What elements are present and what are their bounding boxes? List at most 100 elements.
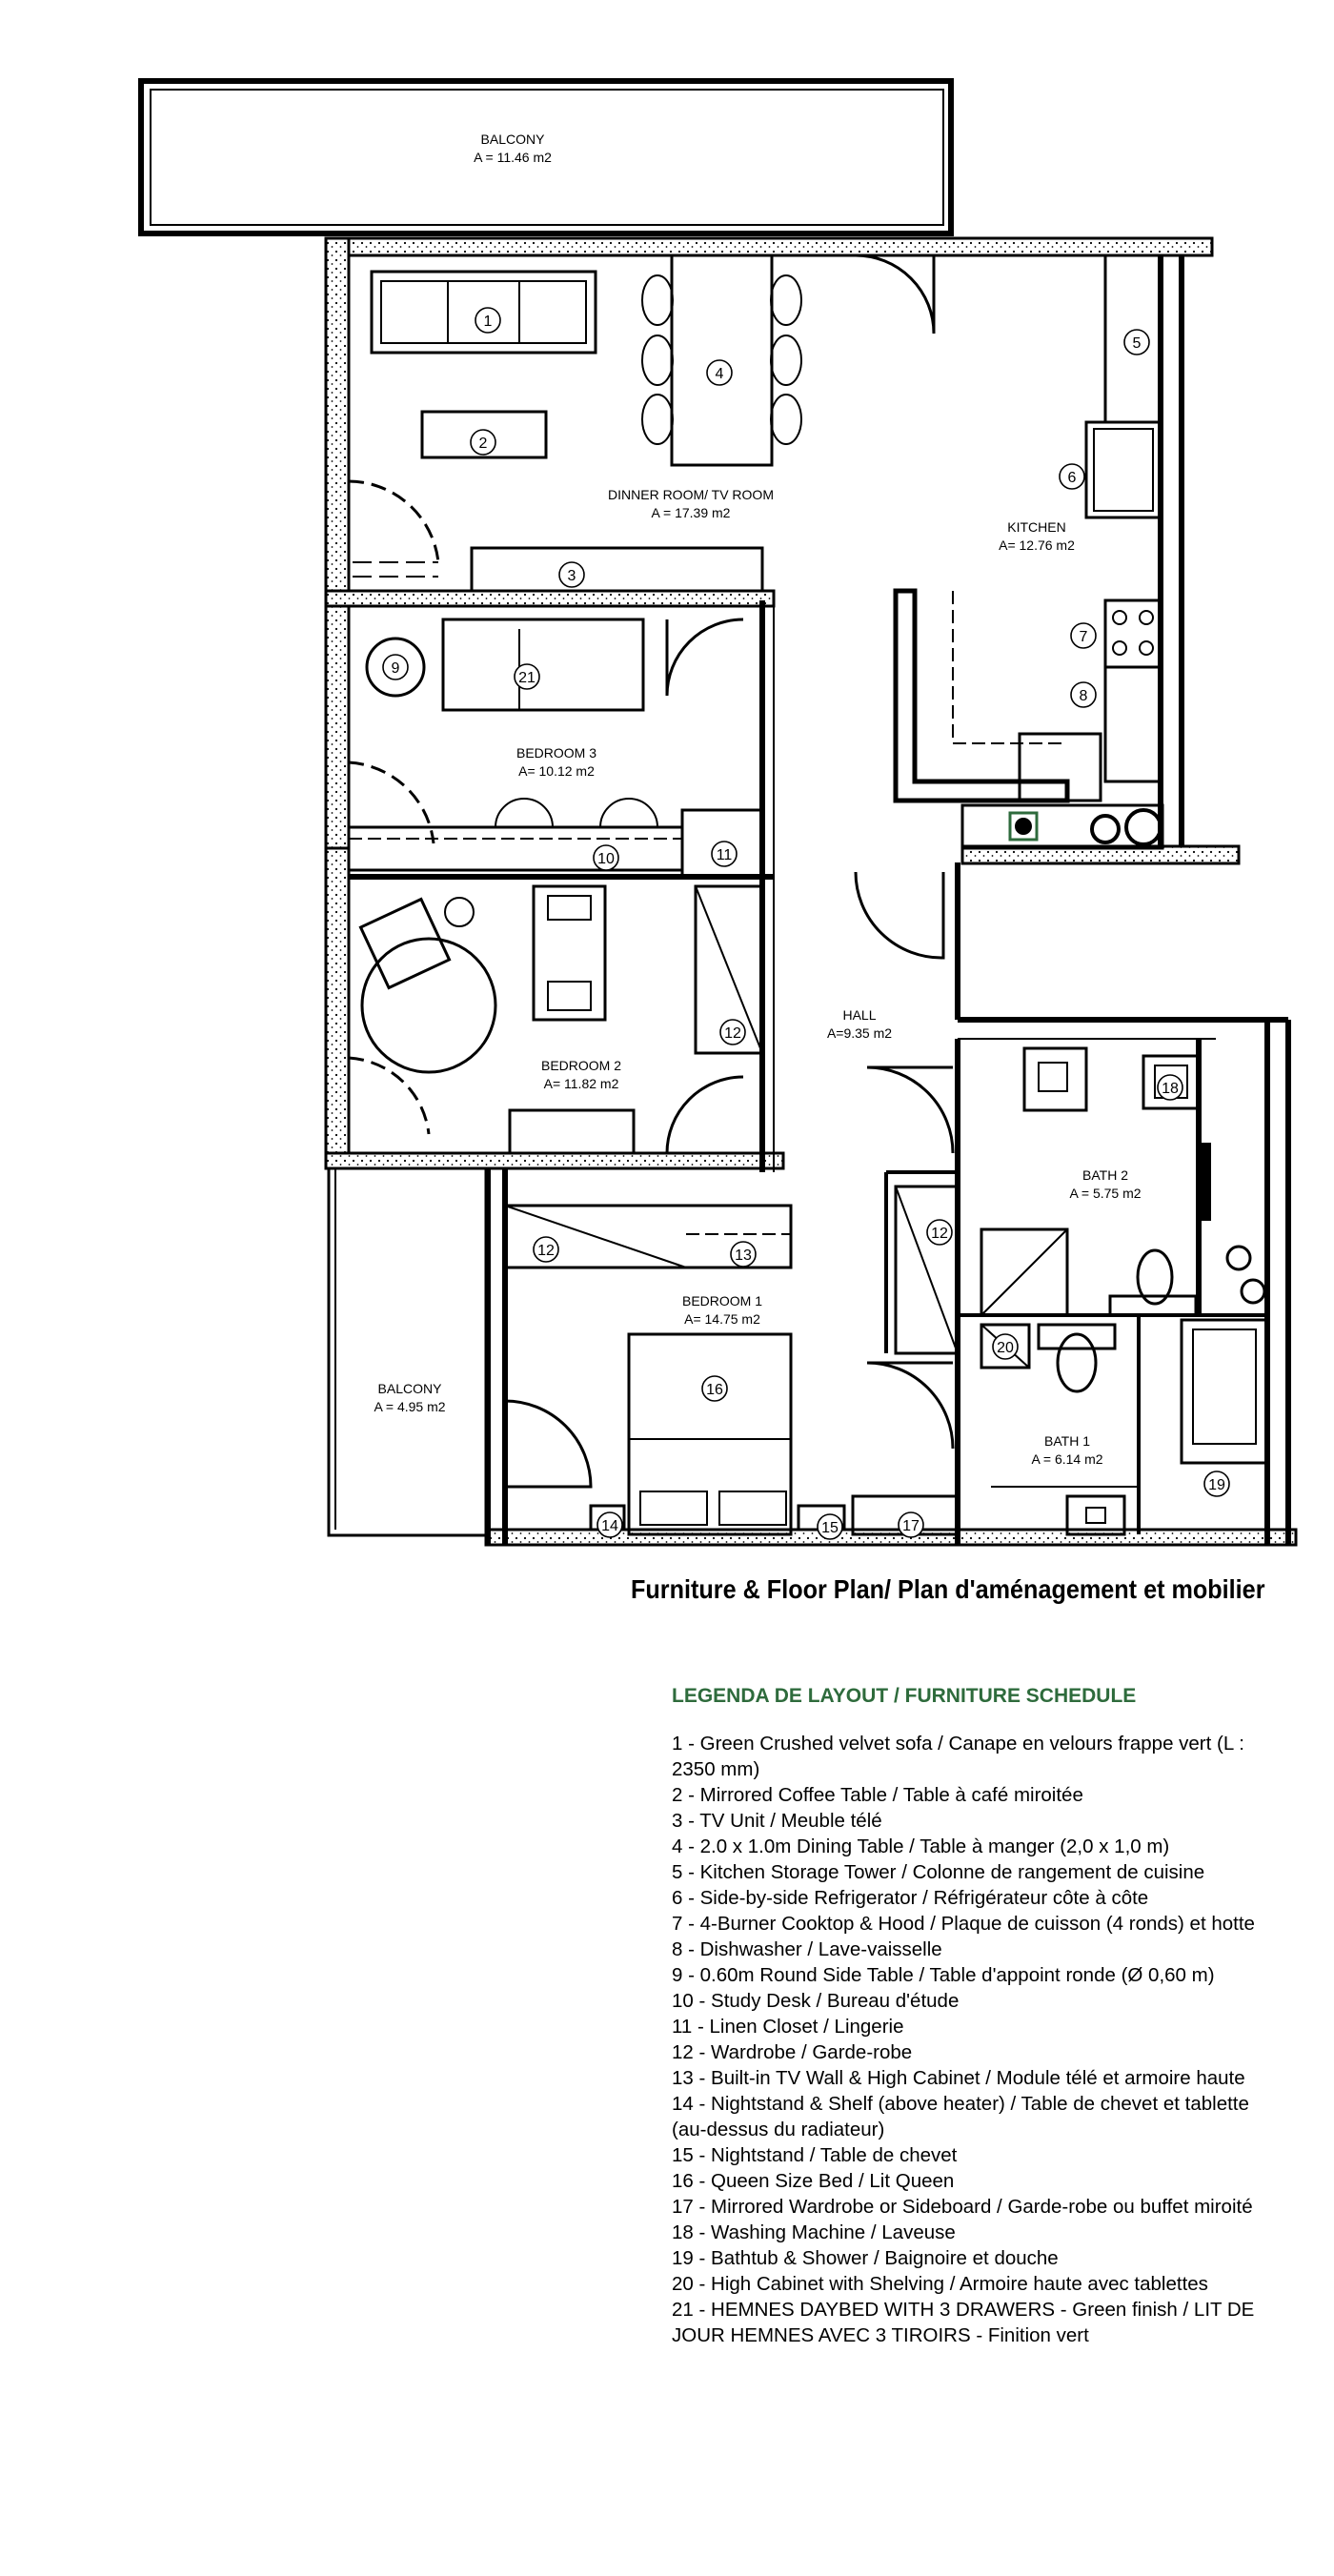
marker-13: 13: [730, 1241, 757, 1268]
room-kitchen: KITCHEN A= 12.76 m2: [999, 519, 1075, 553]
svg-text:20: 20: [997, 1340, 1014, 1356]
marker-8: 8: [1070, 681, 1097, 708]
legend-item: 7 - 4-Burner Cooktop & Hood / Plaque de …: [672, 1913, 1255, 1935]
room-name: BATH 1: [1044, 1433, 1090, 1449]
svg-text:9: 9: [392, 660, 400, 677]
room-bedroom-3: BEDROOM 3 A= 10.12 m2: [516, 745, 596, 779]
legend-item: 14 - Nightstand & Shelf (above heater) /…: [672, 2093, 1249, 2140]
marker-17: 17: [898, 1511, 924, 1538]
legend-item: 5 - Kitchen Storage Tower / Colonne de r…: [672, 1861, 1205, 1883]
svg-text:11: 11: [717, 847, 733, 863]
room-balcony-top: BALCONY A = 11.46 m2: [474, 132, 552, 165]
marker-16: 16: [701, 1375, 728, 1402]
legend-item: 6 - Side-by-side Refrigerator / Réfrigér…: [672, 1887, 1149, 1909]
svg-text:7: 7: [1080, 629, 1088, 645]
svg-text:5: 5: [1133, 335, 1142, 352]
svg-text:2: 2: [479, 436, 488, 452]
room-dinner-tv-room: DINNER ROOM/ TV ROOM A = 17.39 m2: [608, 487, 774, 520]
marker-3: 3: [558, 561, 585, 588]
marker-11: 11: [711, 841, 738, 867]
room-area: A=9.35 m2: [827, 1025, 892, 1041]
legend-heading: LEGENDA DE LAYOUT / FURNITURE SCHEDULE: [672, 1685, 1137, 1707]
marker-10: 10: [593, 844, 619, 871]
svg-text:17: 17: [902, 1518, 920, 1534]
legend-item: 3 - TV Unit / Meuble télé: [672, 1810, 882, 1832]
svg-text:13: 13: [735, 1247, 752, 1264]
room-name: KITCHEN: [1007, 519, 1065, 535]
legend-item: 9 - 0.60m Round Side Table / Table d'app…: [672, 1964, 1215, 1986]
marker-4: 4: [706, 359, 733, 386]
legend-item: 15 - Nightstand / Table de chevet: [672, 2144, 958, 2166]
legend-item: 18 - Washing Machine / Laveuse: [672, 2221, 956, 2243]
room-labels: BALCONY A = 11.46 m2 DINNER ROOM/ TV ROO…: [374, 132, 1141, 1467]
svg-text:6: 6: [1068, 470, 1077, 486]
room-name: BALCONY: [378, 1381, 443, 1396]
svg-text:14: 14: [601, 1518, 618, 1534]
marker-9: 9: [382, 654, 409, 680]
room-area: A= 10.12 m2: [518, 763, 595, 779]
marker-12: 12: [926, 1219, 953, 1246]
svg-text:18: 18: [1162, 1081, 1179, 1097]
room-bedroom-2: BEDROOM 2 A= 11.82 m2: [541, 1058, 621, 1091]
plan-title: Furniture & Floor Plan/ Plan d'aménageme…: [631, 1574, 1265, 1604]
marker-21: 21: [514, 663, 540, 690]
legend-item: 21 - HEMNES DAYBED WITH 3 DRAWERS - Gree…: [672, 2299, 1255, 2346]
svg-text:15: 15: [821, 1520, 839, 1536]
marker-19: 19: [1203, 1471, 1230, 1497]
furniture-schedule: LEGENDA DE LAYOUT / FURNITURE SCHEDULE 1…: [672, 1685, 1282, 2348]
svg-text:3: 3: [568, 568, 576, 584]
legend-item: 17 - Mirrored Wardrobe or Sideboard / Ga…: [672, 2196, 1253, 2218]
legend-item: 12 - Wardrobe / Garde-robe: [672, 2041, 913, 2063]
room-area: A = 17.39 m2: [652, 505, 731, 520]
marker-15: 15: [817, 1513, 843, 1540]
marker-1: 1: [475, 307, 501, 334]
room-name: DINNER ROOM/ TV ROOM: [608, 487, 774, 502]
room-name: HALL: [842, 1007, 876, 1023]
marker-14: 14: [596, 1511, 623, 1538]
legend-item: 16 - Queen Size Bed / Lit Queen: [672, 2170, 955, 2192]
legend-list: 1 - Green Crushed velvet sofa / Canape e…: [672, 1731, 1282, 2348]
room-area: A= 12.76 m2: [999, 538, 1075, 553]
exterior-walls: [324, 236, 1298, 1547]
svg-text:10: 10: [597, 851, 615, 867]
room-bath-1: BATH 1 A = 6.14 m2: [1031, 1433, 1102, 1467]
room-name: BATH 2: [1082, 1167, 1128, 1183]
room-hall: HALL A=9.35 m2: [827, 1007, 892, 1041]
legend-item: 11 - Linen Closet / Lingerie: [672, 2016, 904, 2038]
svg-text:21: 21: [518, 670, 536, 686]
room-area: A= 11.82 m2: [544, 1076, 619, 1091]
svg-text:1: 1: [484, 314, 493, 330]
room-area: A= 14.75 m2: [684, 1311, 760, 1327]
furniture: [347, 254, 1269, 1536]
marker-7: 7: [1070, 622, 1097, 649]
room-area: A = 6.14 m2: [1031, 1451, 1102, 1467]
marker-5: 5: [1123, 329, 1150, 355]
marker-12: 12: [533, 1236, 559, 1263]
room-area: A = 11.46 m2: [474, 150, 552, 165]
marker-18: 18: [1157, 1074, 1183, 1101]
room-area: A = 5.75 m2: [1069, 1186, 1141, 1201]
svg-text:8: 8: [1080, 688, 1088, 704]
svg-text:12: 12: [931, 1226, 948, 1242]
marker-12: 12: [719, 1019, 746, 1045]
room-balcony-small: BALCONY A = 4.95 m2: [374, 1381, 445, 1414]
legend-item: 19 - Bathtub & Shower / Baignoire et dou…: [672, 2247, 1059, 2269]
room-bath-2: BATH 2 A = 5.75 m2: [1069, 1167, 1141, 1201]
legend-item: 20 - High Cabinet with Shelving / Armoir…: [672, 2273, 1208, 2295]
legend-item: 2 - Mirrored Coffee Table / Table à café…: [672, 1784, 1083, 1806]
marker-2: 2: [470, 429, 496, 456]
room-name: BEDROOM 3: [516, 745, 596, 761]
svg-text:16: 16: [706, 1382, 723, 1398]
room-bedroom-1: BEDROOM 1 A= 14.75 m2: [682, 1293, 762, 1327]
room-name: BEDROOM 2: [541, 1058, 621, 1073]
room-name: BEDROOM 1: [682, 1293, 762, 1308]
furniture-markers: 1 2 3 4 5 6 7 8 9 10 11 12 12 12 13 14 1…: [382, 307, 1230, 1540]
legend-item: 10 - Study Desk / Bureau d'étude: [672, 1990, 960, 2012]
doors: [348, 254, 955, 1489]
balcony-top: [138, 78, 954, 236]
floor-plan: BALCONY A = 11.46 m2 DINNER ROOM/ TV ROO…: [138, 78, 1298, 1547]
marker-6: 6: [1059, 463, 1085, 490]
svg-text:12: 12: [724, 1025, 741, 1042]
legend-item: 13 - Built-in TV Wall & High Cabinet / M…: [672, 2067, 1245, 2089]
room-name: BALCONY: [481, 132, 546, 147]
